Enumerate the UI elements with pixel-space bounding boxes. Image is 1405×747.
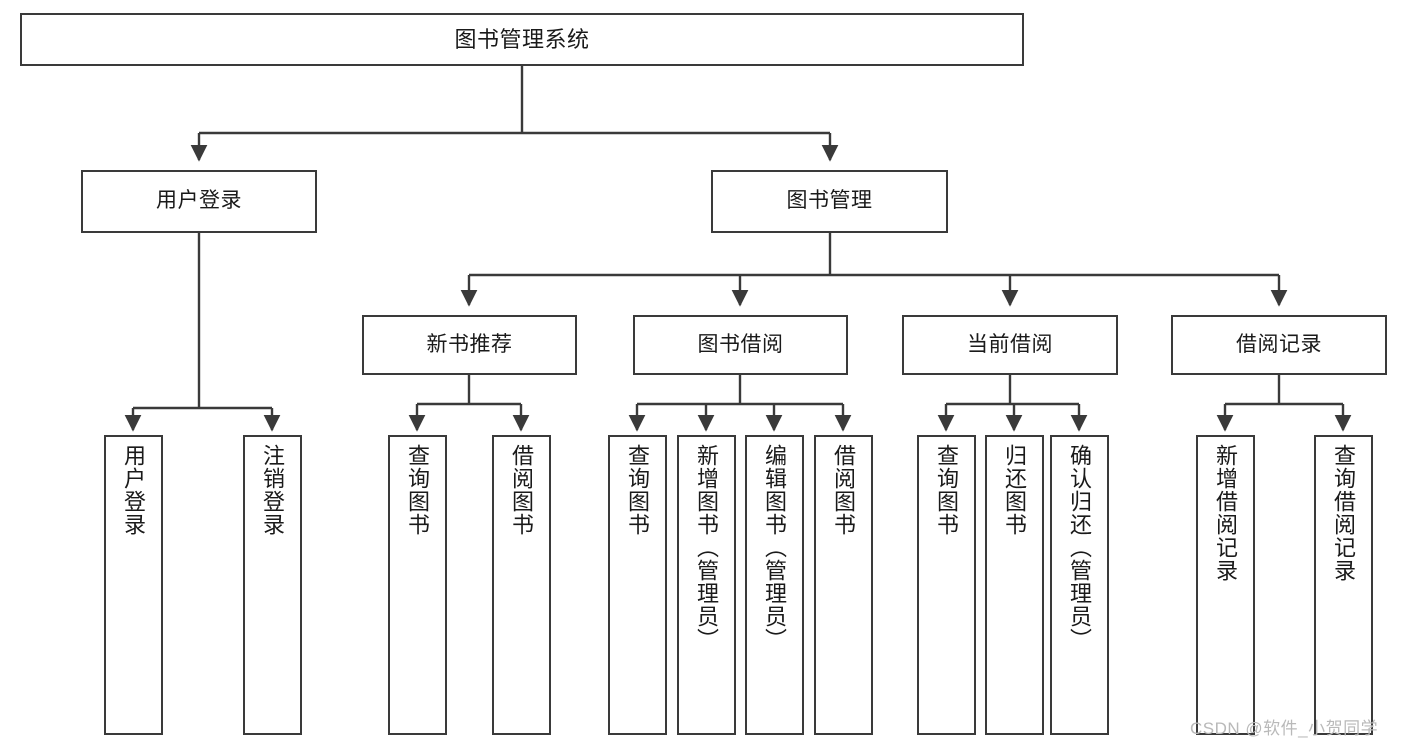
leaf-current-confirm-return-admin[interactable]: 确认归还（管理员） — [1050, 435, 1109, 735]
node-borrow-record[interactable]: 借阅记录 — [1171, 315, 1387, 375]
node-label: 新书推荐 — [426, 332, 513, 356]
node-label: 借阅记录 — [1236, 332, 1322, 356]
leaf-user-login-signin[interactable]: 用户登录 — [104, 435, 163, 735]
node-label: 图书管理 — [786, 189, 873, 213]
node-label: 图书管理系统 — [454, 26, 590, 52]
leaf-borrow-add-book-admin[interactable]: 新增图书（管理员） — [677, 435, 736, 735]
node-label: 注销登录 — [260, 444, 286, 536]
node-book-management[interactable]: 图书管理 — [711, 170, 948, 233]
node-label: 借阅图书 — [831, 444, 857, 536]
node-label: 查询图书 — [934, 444, 960, 536]
node-label: 新增借阅记录 — [1213, 444, 1239, 582]
node-label: 查询图书 — [405, 444, 431, 536]
leaf-recommend-borrow-book[interactable]: 借阅图书 — [492, 435, 551, 735]
node-root-system[interactable]: 图书管理系统 — [20, 13, 1024, 66]
csdn-watermark: CSDN @软件_小贺同学 — [1190, 719, 1379, 738]
node-label: 当前借阅 — [967, 332, 1053, 356]
node-label: 归还图书 — [1002, 444, 1028, 536]
node-label: 查询借阅记录 — [1331, 444, 1357, 582]
leaf-user-login-signout[interactable]: 注销登录 — [243, 435, 302, 735]
node-user-login[interactable]: 用户登录 — [81, 170, 317, 233]
leaf-current-query-book[interactable]: 查询图书 — [917, 435, 976, 735]
leaf-record-add-record[interactable]: 新增借阅记录 — [1196, 435, 1255, 735]
node-label: 查询图书 — [625, 444, 651, 536]
node-label: 用户登录 — [121, 444, 147, 536]
leaf-record-query-record[interactable]: 查询借阅记录 — [1314, 435, 1373, 735]
node-book-borrow[interactable]: 图书借阅 — [633, 315, 848, 375]
leaf-borrow-edit-book-admin[interactable]: 编辑图书（管理员） — [745, 435, 804, 735]
node-label: 图书借阅 — [697, 332, 784, 356]
leaf-current-return-book[interactable]: 归还图书 — [985, 435, 1044, 735]
node-label: 用户登录 — [156, 189, 242, 213]
leaf-recommend-query-book[interactable]: 查询图书 — [388, 435, 447, 735]
node-new-book-recommend[interactable]: 新书推荐 — [362, 315, 577, 375]
node-label: 确认归还（管理员） — [1067, 444, 1093, 651]
node-current-borrow[interactable]: 当前借阅 — [902, 315, 1118, 375]
node-label: 编辑图书（管理员） — [762, 444, 788, 651]
leaf-borrow-query-book[interactable]: 查询图书 — [608, 435, 667, 735]
node-label: 借阅图书 — [509, 444, 535, 536]
leaf-borrow-borrow-book[interactable]: 借阅图书 — [814, 435, 873, 735]
node-label: 新增图书（管理员） — [694, 444, 720, 651]
